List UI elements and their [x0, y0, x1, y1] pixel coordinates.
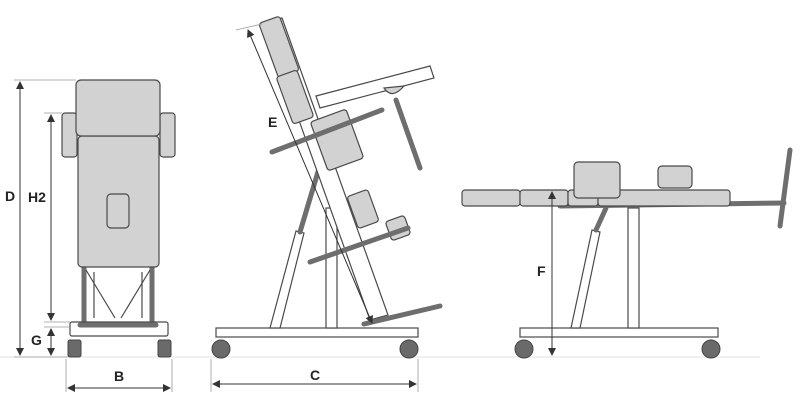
tilted-column [325, 207, 338, 329]
horizontal-chest-pad [519, 189, 569, 207]
front-brace [120, 269, 151, 319]
tilted-tray-table [315, 65, 435, 109]
horizontal-column [627, 207, 640, 329]
tilted-base-frame [215, 327, 419, 338]
horizontal-wheel-left [514, 339, 534, 359]
tilted-side-view [211, 16, 443, 359]
front-wheel-right [157, 339, 172, 358]
front-wheel-left [67, 339, 82, 358]
front-side-pad-left [61, 112, 78, 158]
label-d: D [5, 188, 15, 204]
horizontal-foot-plate [777, 147, 793, 229]
label-f: F [537, 263, 546, 279]
front-brace [85, 269, 116, 319]
dimension-e: E [235, 23, 373, 324]
tilted-table-support [393, 97, 423, 171]
horizontal-side-block [573, 161, 621, 199]
tilted-tray-bracket [382, 85, 406, 95]
label-g: G [31, 332, 42, 348]
horizontal-head-pad [461, 189, 521, 207]
tilted-actuator [269, 230, 305, 329]
horizontal-actuator [570, 229, 601, 329]
horizontal-wheel-right [701, 339, 721, 359]
dimension-d: D [5, 79, 76, 358]
horizontal-actuator-rod [593, 205, 609, 233]
tilted-foot-plate [361, 303, 443, 327]
front-side-pad-right [159, 112, 176, 158]
front-knee-pad [106, 193, 130, 229]
front-head-pad [75, 79, 161, 137]
dimension-c: C [210, 359, 419, 392]
tilted-wheel-left [211, 339, 231, 359]
dimension-g: G [31, 326, 70, 356]
label-h2: H2 [28, 189, 46, 205]
dimension-f: F [537, 191, 556, 356]
front-view [61, 79, 176, 358]
label-e: E [268, 114, 277, 130]
dimension-h2: H2 [28, 112, 70, 323]
label-c: C [310, 367, 320, 383]
horizontal-base-frame [519, 327, 719, 338]
tilted-wheel-right [399, 339, 419, 359]
horizontal-side-view [461, 147, 793, 359]
dimension-b: B [65, 359, 173, 392]
horizontal-knee-block [657, 165, 693, 189]
label-b: B [114, 368, 124, 384]
